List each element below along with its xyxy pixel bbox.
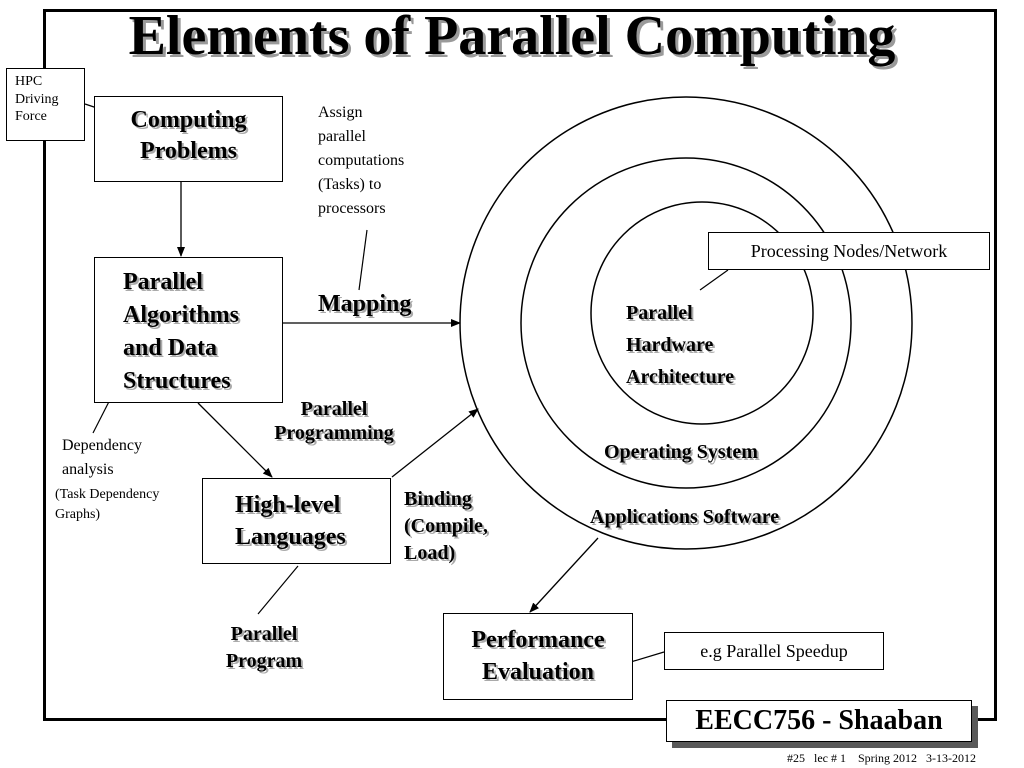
performance-line-1: Performance bbox=[471, 627, 605, 653]
computing-problems-line-1: Computing bbox=[130, 107, 247, 133]
processing-nodes-box: Processing Nodes/Network bbox=[708, 232, 990, 270]
assign-leader bbox=[358, 229, 368, 291]
program-line-2: Program bbox=[225, 650, 303, 672]
hpc-driving-force-box: HPC Driving Force bbox=[6, 68, 85, 141]
hpc-line-2: Driving bbox=[15, 91, 59, 107]
binding-label: Binding (Compile, Load) bbox=[404, 486, 488, 567]
assign-line-5: processors bbox=[318, 200, 386, 217]
high-level-languages-box: High-level Languages bbox=[202, 478, 391, 564]
task-dependency-line-2: Graphs) bbox=[55, 507, 101, 523]
languages-line-2: Languages bbox=[235, 524, 346, 551]
slide-frame bbox=[43, 9, 997, 721]
program-leader bbox=[257, 565, 299, 615]
binding-arrow bbox=[391, 408, 479, 478]
algorithms-line-1: Parallel bbox=[123, 269, 203, 295]
parallel-hardware-label: Parallel Hardware Architecture bbox=[626, 297, 734, 393]
algorithms-to-languages-arrow bbox=[197, 402, 273, 478]
computing-problems-line-2: Problems bbox=[140, 138, 237, 165]
algorithms-line-2: Algorithms bbox=[123, 302, 239, 329]
parallel-programming-label: Parallel Programming bbox=[254, 397, 414, 445]
hpc-line-1: HPC bbox=[15, 74, 43, 89]
dependency-line-1: Dependency bbox=[62, 437, 142, 454]
processing-nodes-label: Processing Nodes/Network bbox=[750, 241, 948, 261]
assign-line-3: computations bbox=[318, 152, 405, 169]
course-badge: EECC756 - Shaaban bbox=[666, 700, 972, 742]
programming-line-1: Parallel bbox=[300, 398, 368, 420]
hardware-line-3: Architecture bbox=[626, 366, 735, 388]
programming-line-2: Programming bbox=[274, 422, 394, 444]
performance-line-2: Evaluation bbox=[481, 659, 595, 686]
algorithms-line-3: and Data bbox=[123, 335, 218, 362]
apps-to-performance-arrow bbox=[529, 537, 599, 613]
binding-line-1: Binding bbox=[404, 488, 472, 510]
computing-problems-box: Computing Problems bbox=[94, 96, 283, 182]
binding-line-3: Load) bbox=[404, 542, 456, 564]
hardware-line-1: Parallel bbox=[626, 302, 693, 324]
program-line-1: Parallel bbox=[230, 623, 298, 645]
assign-note: Assign parallel computations (Tasks) to … bbox=[318, 101, 404, 221]
hpc-line-3: Force bbox=[15, 109, 47, 124]
task-dependency-label: (Task Dependency Graphs) bbox=[55, 485, 159, 526]
dependency-line-2: analysis bbox=[62, 461, 114, 478]
hardware-circle bbox=[590, 201, 814, 425]
hardware-line-2: Hardware bbox=[626, 334, 714, 356]
slide-info: #25 lec # 1 Spring 2012 3-13-2012 bbox=[787, 751, 976, 765]
binding-line-2: (Compile, bbox=[404, 515, 488, 537]
assign-line-2: parallel bbox=[318, 128, 366, 145]
applications-software-label: Applications Software bbox=[590, 506, 780, 528]
nodes-leader bbox=[699, 269, 729, 291]
speedup-note-label: e.g Parallel Speedup bbox=[700, 641, 848, 661]
performance-evaluation-box: Performance Evaluation bbox=[443, 613, 633, 700]
task-dependency-line-1: (Task Dependency bbox=[55, 487, 160, 502]
operating-system-label: Operating System bbox=[604, 441, 758, 463]
parallel-program-label: Parallel Program bbox=[206, 621, 322, 675]
algorithms-line-4: Structures bbox=[123, 368, 231, 395]
languages-line-1: High-level bbox=[235, 492, 341, 518]
page-title: Elements of Parallel Computing bbox=[128, 5, 896, 67]
assign-line-1: Assign bbox=[318, 104, 363, 121]
assign-line-4: (Tasks) to bbox=[318, 176, 382, 193]
dependency-analysis-label: Dependency analysis bbox=[62, 434, 142, 482]
operating-system-circle bbox=[520, 157, 852, 489]
mapping-label: Mapping bbox=[318, 291, 412, 317]
parallel-algorithms-box: Parallel Algorithms and Data Structures bbox=[94, 257, 283, 403]
speedup-note-box: e.g Parallel Speedup bbox=[664, 632, 884, 670]
